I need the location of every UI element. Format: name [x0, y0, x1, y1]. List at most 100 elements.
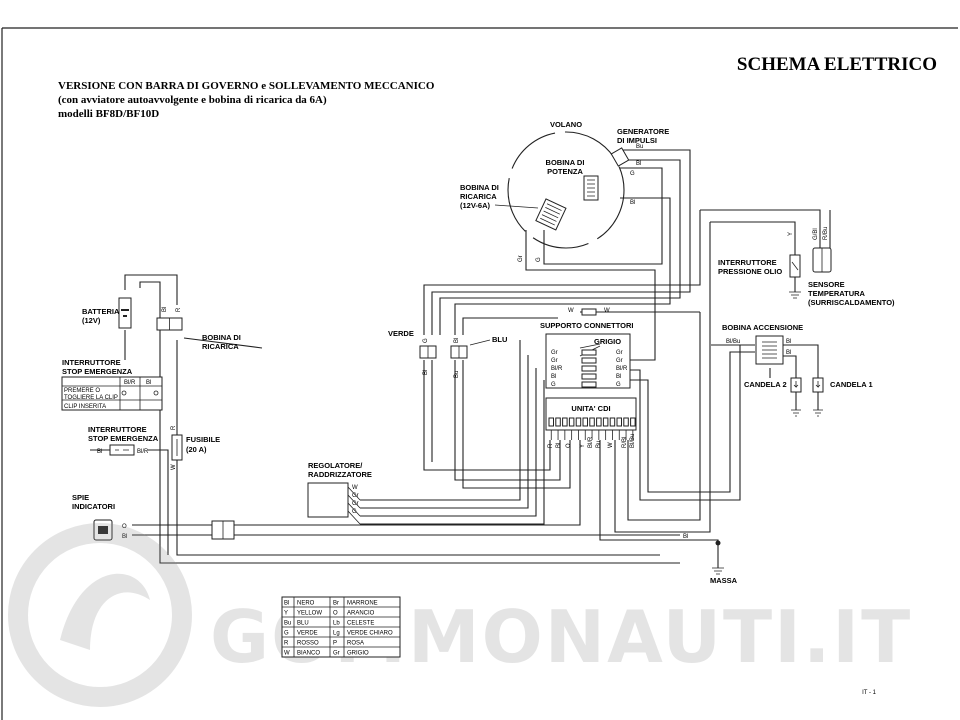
sup-tag-gr-2: Gr — [551, 358, 558, 364]
legend-color-name: GRIGIO — [347, 651, 369, 657]
ignition-coil-windings — [762, 341, 777, 359]
wire-tag-g-volano: G — [536, 257, 542, 262]
grigio-label: GRIGIO — [594, 337, 621, 346]
wire-tag-gr: Gr — [518, 255, 524, 262]
legend-color-code: Br — [333, 601, 339, 607]
watermark-logo-wave — [60, 573, 150, 650]
cdi-pin — [555, 417, 561, 427]
interruttore-stop-table: INTERRUTTORE STOP EMERGENZA Bl/R Bl PREM… — [61, 358, 163, 411]
cdi-pins — [548, 417, 636, 440]
sensore-temperatura: G/Bl R/Bu SENSORE TEMPERATURA (SURRISCAL… — [808, 210, 895, 307]
sup-tag-gr-1: Gr — [551, 350, 558, 356]
link-massa-1 — [599, 440, 718, 541]
cdi-pin — [596, 417, 602, 427]
wire-candela-1 — [783, 344, 819, 378]
cdi-pin — [568, 417, 575, 427]
connector-blu: BLU Bl Bu — [450, 335, 507, 378]
wire-tag-r-fuse: R — [171, 425, 177, 430]
cdi-tag-bu: Bu — [596, 441, 602, 448]
drop-blu-2 — [462, 360, 571, 489]
legend-color-name: CELESTE — [347, 621, 374, 627]
spie-indicatori: SPIE INDICATORI O Bl — [72, 493, 235, 541]
sup-tag-blr-r: Bl/R — [616, 366, 628, 372]
spark-2-ground-symbol — [791, 409, 801, 417]
legend-color-code: Lb — [333, 621, 340, 627]
verde-label: VERDE — [388, 329, 414, 338]
trunk-oil — [710, 221, 796, 255]
cdi-tag-blbu: Bl/Bu — [630, 434, 636, 448]
stop-table-frame — [61, 376, 163, 411]
legend-color-name: BLU — [297, 621, 309, 627]
massa-ground: MASSA Bl — [683, 534, 738, 585]
reg-tag-gr1: Gr — [352, 493, 359, 499]
cdi-pin — [575, 417, 582, 427]
sup-tag-gr-r1: Gr — [616, 350, 623, 356]
wire-tag-bl-coil2: Bl — [786, 350, 791, 356]
link-massa-main — [690, 539, 719, 568]
stop-table-label-1: INTERRUTTORE — [62, 358, 121, 367]
ignition-coil-body — [755, 335, 784, 365]
cdi-tag-rbl: R/Bl — [622, 437, 628, 448]
sensore-label-2: TEMPERATURA — [808, 289, 866, 298]
reg-lead-2 — [347, 494, 361, 509]
drop-blu-1 — [454, 360, 561, 481]
wire-candela-2 — [783, 355, 797, 378]
link-regolatore-gr1 — [360, 355, 529, 509]
spie-label-2: INDICATORI — [72, 502, 115, 511]
watermark-logo-ring — [8, 523, 192, 707]
wire-tag-bu-blu: Bu — [454, 371, 460, 378]
sup-pin-2 — [581, 357, 597, 364]
interruttore-stop-switch: INTERRUTTORE STOP EMERGENZA Bl Bl/R — [88, 425, 159, 456]
legend-color-code: W — [284, 651, 290, 657]
wire-tag-o-spie: O — [122, 524, 127, 530]
legend-color-code: R — [284, 641, 289, 647]
sup-tag-blr: Bl/R — [551, 366, 563, 372]
blu-leader — [469, 339, 491, 346]
spark-plug-2-arrow — [793, 381, 799, 388]
wire-tag-blr-stop: Bl/R — [137, 449, 149, 455]
reg-tag-g: G — [352, 509, 357, 515]
wire-bobina-leader — [183, 337, 263, 349]
legend-color-code: Gr — [333, 651, 340, 657]
link-regolatore-gr2 — [360, 368, 537, 517]
subtitle-line-1: VERSIONE CON BARRA DI GOVERNO e SOLLEVAM… — [58, 80, 435, 92]
legend-color-name: YELLOW — [297, 611, 322, 617]
sup-pin-4 — [581, 373, 597, 380]
trunk-top-3 — [439, 159, 681, 335]
subtitle-line-2: (con avviatore autoavvolgente e bobina d… — [58, 94, 327, 106]
grigio-leader-1 — [579, 343, 601, 349]
stop-table-row-3: CLIP INSERITA — [64, 404, 106, 410]
wire-tag-w-fuse: W — [171, 464, 177, 470]
sup-tag-bl-r: Bl — [616, 374, 621, 380]
oil-ground-symbol — [789, 291, 801, 299]
generatore-impulsi: GENERATORE DI IMPULSI Bu Bl G Bl — [610, 127, 669, 206]
wire-tag-bl-blu: Bl — [454, 338, 460, 343]
wire-tag-bl-stop: Bl — [97, 449, 102, 455]
legend-color-code: G — [284, 631, 289, 637]
trunk-top-5 — [462, 317, 558, 335]
supporto-connettori: SUPPORTO CONNETTORI W W GRIGIO Gr Gr Bl/… — [540, 308, 633, 389]
sup-tag-g: G — [551, 382, 556, 388]
wire-tag-g-verde: G — [423, 338, 429, 343]
trunk-top-1 — [423, 210, 701, 335]
legend-color-code: Lg — [333, 631, 340, 637]
legend-color-code: Bu — [284, 621, 291, 627]
trunk-sensor — [700, 209, 821, 248]
fusibile-label-1: FUSIBILE — [186, 435, 220, 444]
trunk-top-2 — [431, 149, 691, 335]
massa-node — [715, 540, 721, 546]
page-title: SCHEMA ELETTRICO — [737, 54, 937, 75]
wire-tag-w-supporto-l: W — [568, 308, 574, 314]
sup-tag-g-r: G — [616, 382, 621, 388]
legend-color-name: NERO — [297, 601, 315, 607]
connector-verde: VERDE G Bl — [388, 329, 437, 375]
bobina-ricarica-v-leader — [494, 204, 539, 209]
wire-fuse-lower — [176, 460, 660, 556]
candela-1-label: CANDELA 1 — [830, 380, 873, 389]
cdi-label: UNITA' CDI — [571, 404, 610, 413]
link-regolatore-g — [360, 380, 545, 525]
bobina-potenza-label-1: BOBINA DI — [546, 158, 585, 167]
legend-color-code: P — [333, 641, 337, 647]
